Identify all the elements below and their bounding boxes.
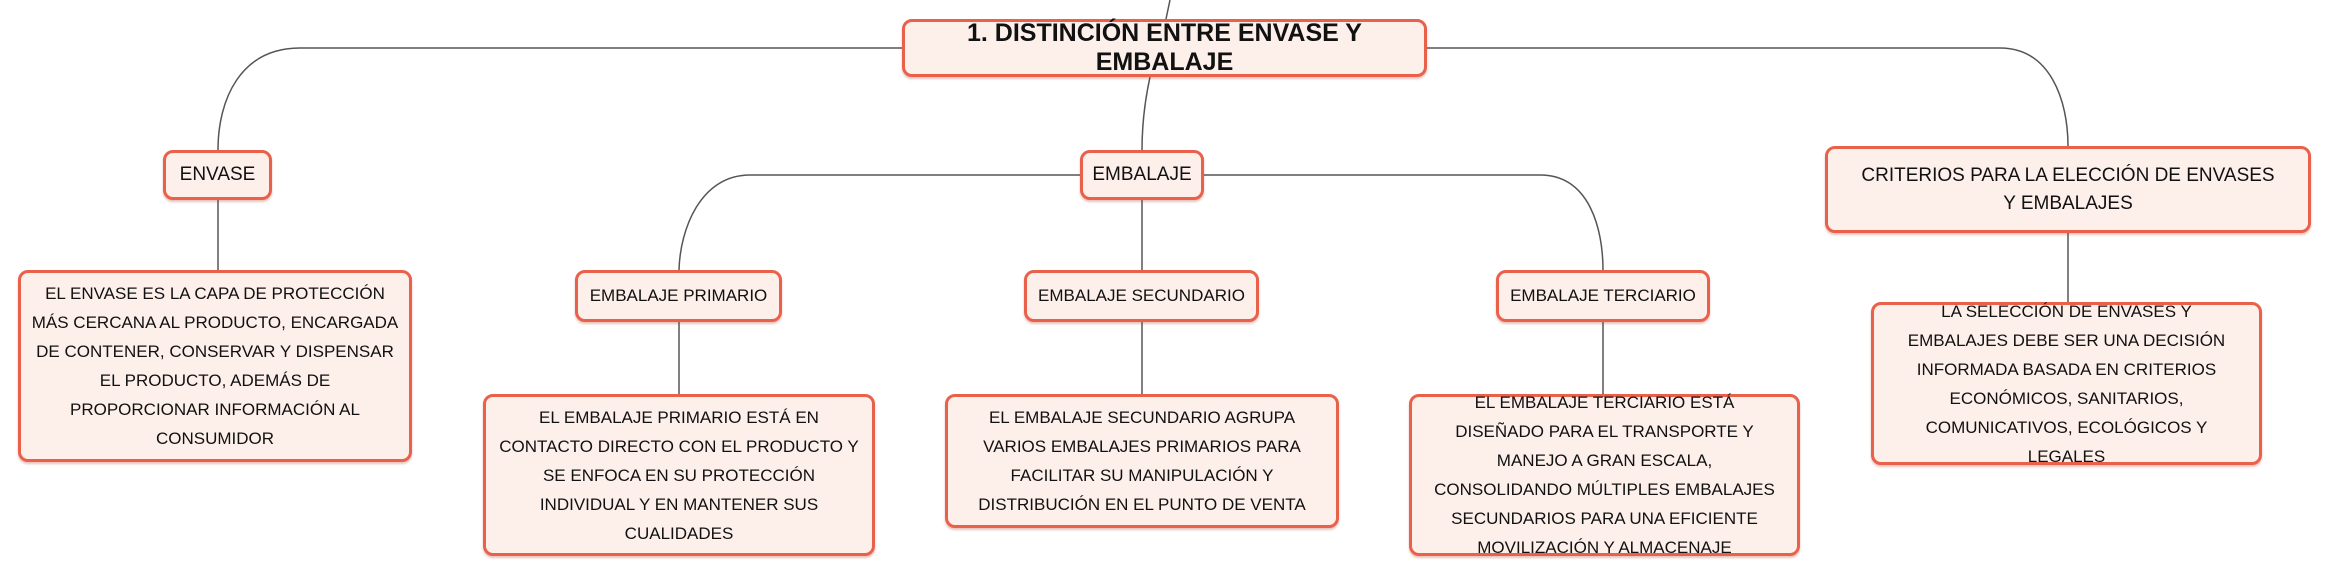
topic-criterios[interactable]: CRITERIOS PARA LA ELECCIÓN DE ENVASES Y … bbox=[1825, 146, 2311, 233]
embalaje-secundario-description-text: EL EMBALAJE SECUNDARIO AGRUPA VARIOS EMB… bbox=[978, 408, 1306, 514]
topic-embalaje[interactable]: EMBALAJE bbox=[1080, 150, 1204, 200]
central-topic[interactable]: 1. DISTINCIÓN ENTRE ENVASE Y EMBALAJE bbox=[902, 19, 1427, 77]
embalaje-terciario-description-text: EL EMBALAJE TERCIARIO ESTÁ DISEÑADO PARA… bbox=[1434, 393, 1775, 557]
embalaje-primario-label: EMBALAJE PRIMARIO bbox=[589, 286, 768, 305]
connector-title-envase bbox=[217, 47, 902, 151]
topic-embalaje-terciario[interactable]: EMBALAJE TERCIARIO bbox=[1496, 270, 1710, 322]
envase-description-text: EL ENVASE ES LA CAPA DE PROTECCIÓN MÁS C… bbox=[31, 284, 399, 448]
central-topic-label: 1. DISTINCIÓN ENTRE ENVASE Y EMBALAJE bbox=[967, 19, 1362, 76]
connector-title-embalaje bbox=[1141, 76, 1151, 151]
topic-embalaje-primario[interactable]: EMBALAJE PRIMARIO bbox=[575, 270, 782, 322]
embalaje-primario-description-text: EL EMBALAJE PRIMARIO ESTÁ EN CONTACTO DI… bbox=[499, 407, 859, 543]
topic-envase-label: ENVASE bbox=[179, 164, 256, 185]
topic-envase[interactable]: ENVASE bbox=[163, 150, 272, 200]
topic-embalaje-label: EMBALAJE bbox=[1092, 164, 1192, 185]
connector-embalaje-terciario bbox=[1204, 174, 1604, 271]
topic-criterios-label: CRITERIOS PARA LA ELECCIÓN DE ENVASES Y … bbox=[1861, 164, 2275, 214]
embalaje-secundario-description[interactable]: EL EMBALAJE SECUNDARIO AGRUPA VARIOS EMB… bbox=[945, 394, 1339, 528]
topic-embalaje-secundario[interactable]: EMBALAJE SECUNDARIO bbox=[1024, 270, 1259, 322]
embalaje-terciario-label: EMBALAJE TERCIARIO bbox=[1510, 286, 1696, 305]
embalaje-primario-description[interactable]: EL EMBALAJE PRIMARIO ESTÁ EN CONTACTO DI… bbox=[483, 394, 875, 556]
criterios-description-text: LA SELECCIÓN DE ENVASES Y EMBALAJES DEBE… bbox=[1907, 301, 2226, 466]
connector-title-criterios bbox=[1427, 47, 2069, 147]
connector-parent-title bbox=[1165, 0, 1171, 20]
envase-description[interactable]: EL ENVASE ES LA CAPA DE PROTECCIÓN MÁS C… bbox=[18, 270, 412, 462]
connector-embalaje-primario bbox=[678, 174, 1080, 271]
criterios-description[interactable]: LA SELECCIÓN DE ENVASES Y EMBALAJES DEBE… bbox=[1871, 302, 2262, 466]
embalaje-secundario-label: EMBALAJE SECUNDARIO bbox=[1038, 286, 1245, 305]
embalaje-terciario-description[interactable]: EL EMBALAJE TERCIARIO ESTÁ DISEÑADO PARA… bbox=[1409, 393, 1800, 557]
